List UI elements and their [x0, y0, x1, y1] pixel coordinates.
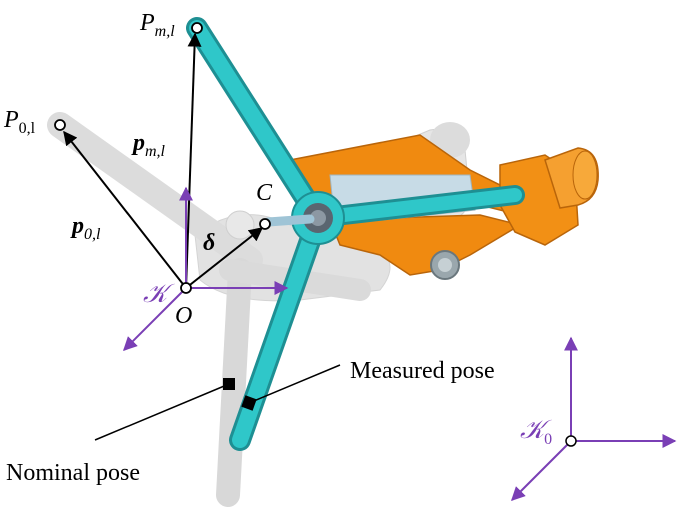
label-p-0-l: p0,l	[70, 213, 101, 243]
point-P-0-l	[54, 119, 66, 131]
vectors	[63, 32, 264, 289]
bracket-pin-inner	[438, 258, 452, 272]
label-delta: δ	[203, 230, 215, 256]
frame-K0-origin	[565, 435, 577, 447]
measured-pose-leader	[248, 364, 341, 404]
hub-shaft	[263, 214, 315, 227]
bracket-shaft-end	[572, 150, 598, 200]
point-O	[180, 282, 192, 294]
frame-K-y-axis	[123, 287, 187, 351]
label-P-m-l: Pm,l	[139, 10, 175, 40]
label-O: O	[175, 303, 192, 329]
pose-annotations	[94, 364, 341, 441]
label-nominal-pose: Nominal pose	[6, 460, 140, 486]
point-P-m-l	[191, 22, 203, 34]
labels: Pm,l P0,l pm,l p0,l C δ O 𝒦 𝒦0 Measured …	[3, 10, 552, 486]
label-measured-pose: Measured pose	[350, 358, 495, 384]
measured-link-upper-face	[189, 20, 326, 226]
vector-p-0-l	[63, 130, 187, 289]
label-p-m-l: pm,l	[131, 130, 166, 160]
vector-delta	[185, 227, 264, 289]
label-C: C	[256, 180, 273, 206]
measured-link-right-face	[311, 188, 522, 225]
measured-hub-bore-inner	[310, 210, 326, 226]
label-P-0-l: P0,l	[3, 107, 36, 137]
nominal-pivot	[225, 210, 255, 240]
frame-K0-y-axis	[511, 440, 572, 501]
frame-K	[123, 186, 289, 351]
nominal-link-upper	[47, 112, 263, 273]
label-K0: 𝒦0	[520, 415, 552, 448]
point-C	[259, 218, 271, 230]
vector-p-m-l	[185, 32, 202, 289]
frame-K0	[511, 336, 677, 501]
nominal-pose-leader	[94, 383, 230, 441]
